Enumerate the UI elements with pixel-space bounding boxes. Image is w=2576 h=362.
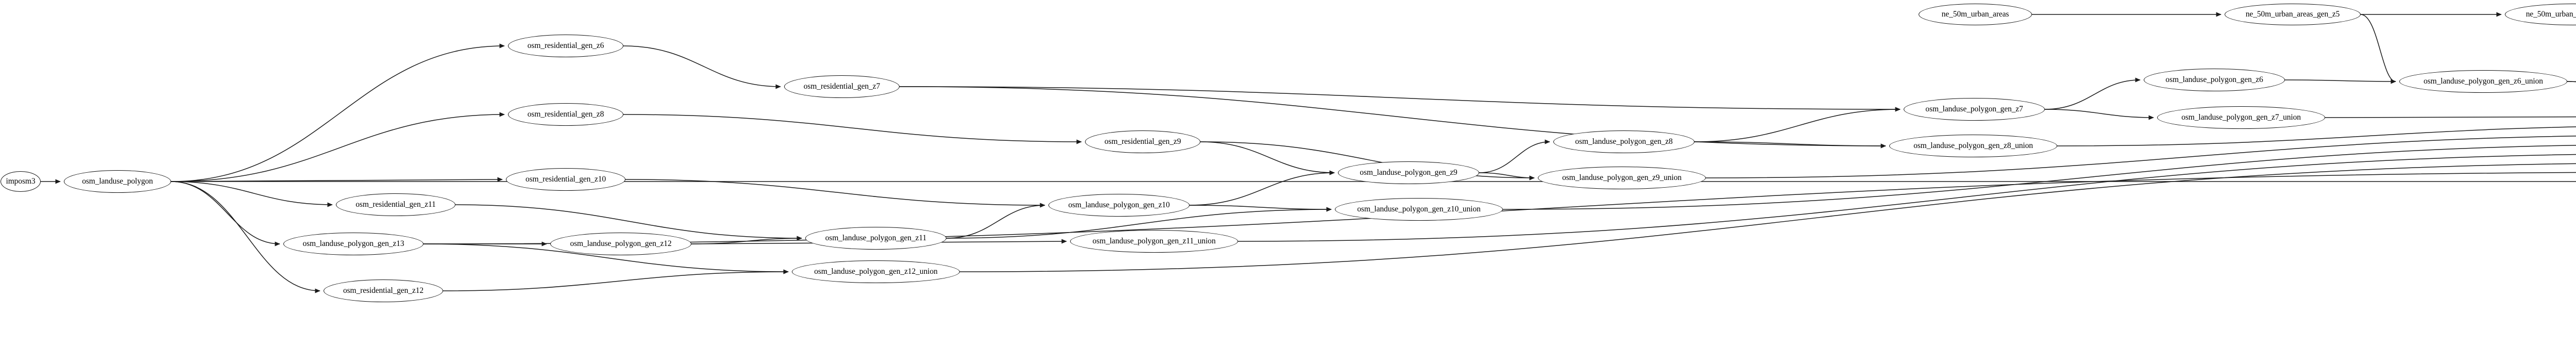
graph-node-label: osm_landuse_polygon_gen_z7	[1925, 105, 2023, 113]
graph-edge	[899, 86, 1886, 149]
graph-edge	[1200, 141, 1335, 175]
graph-node-label: osm_landuse_polygon_gen_z12	[570, 239, 672, 248]
graph-node-label: osm_landuse_polygon_gen_z8	[1575, 137, 1673, 146]
graph-node-label: osm_landuse_polygon_gen_z7_union	[2181, 113, 2301, 122]
graph-node-imposm3[interactable]: imposm3	[1, 171, 41, 192]
graph-node-osm-landuse-polygon-gen-z9[interactable]: osm_landuse_polygon_gen_z9	[1338, 161, 1479, 184]
graph-node-osm-residential-gen-z12[interactable]: osm_residential_gen_z12	[324, 279, 443, 302]
graph-node-label: osm_landuse_polygon	[82, 177, 153, 186]
graph-edge	[1694, 107, 1901, 142]
graph-node-label: ne_50m_urban_areas_gen_z5	[2245, 10, 2340, 19]
graph-edge	[623, 114, 1082, 144]
graph-node-label: osm_landuse_polygon_gen_z10	[1068, 201, 1170, 209]
graph-node-label: imposm3	[6, 177, 36, 186]
graph-node-label: osm_residential_gen_z6	[527, 41, 604, 50]
graph-node-osm-residential-gen-z10[interactable]: osm_residential_gen_z10	[506, 168, 625, 191]
graph-node-osm-residential-gen-z8[interactable]: osm_residential_gen_z8	[508, 103, 623, 126]
graph-node-label: osm_landuse_polygon_gen_z11_union	[1092, 237, 1216, 245]
graph-node-osm-landuse-polygon-gen-z7[interactable]: osm_landuse_polygon_gen_z7	[1904, 98, 2045, 121]
graph-node-osm-landuse-polygon-gen-z6[interactable]: osm_landuse_polygon_gen_z6	[2144, 69, 2285, 91]
graph-edge	[171, 112, 505, 182]
graph-node-label: osm_residential_gen_z10	[525, 175, 606, 184]
graph-node-osm-landuse-polygon-gen-z8-union[interactable]: osm_landuse_polygon_gen_z8_union	[1889, 135, 2057, 157]
graph-edge	[691, 236, 802, 244]
graph-node-label: osm_residential_gen_z9	[1104, 137, 1181, 146]
graph-node-osm-landuse-polygon-gen-z8[interactable]: osm_landuse_polygon_gen_z8	[1553, 130, 1694, 153]
graph-node-label: osm_residential_gen_z11	[355, 200, 436, 209]
graph-node-label: osm_residential_gen_z12	[343, 286, 424, 295]
graph-edge	[171, 177, 503, 182]
graph-node-ne-50m-urban-areas[interactable]: ne_50m_urban_areas	[1919, 4, 2032, 25]
graph-node-osm-landuse-polygon[interactable]: osm_landuse_polygon	[64, 170, 171, 193]
graph-edge	[1705, 135, 2576, 178]
graph-node-osm-landuse-polygon-gen-z13[interactable]: osm_landuse_polygon_gen_z13	[283, 233, 423, 255]
graph-node-label: osm_residential_gen_z7	[803, 82, 880, 91]
graph-edge	[2567, 81, 2576, 83]
graph-edge	[959, 163, 2576, 272]
graph-node-osm-landuse-polygon-gen-z7-union[interactable]: osm_landuse_polygon_gen_z7_union	[2157, 106, 2325, 129]
graph-node-label: osm_landuse_polygon_gen_z9_union	[1562, 173, 1682, 182]
graph-edge	[1189, 170, 1335, 206]
graph-node-osm-landuse-polygon-gen-z12-union[interactable]: osm_landuse_polygon_gen_z12_union	[792, 260, 960, 283]
graph-edge	[1479, 172, 1535, 180]
graph-node-osm-residential-gen-z11[interactable]: osm_residential_gen_z11	[336, 193, 455, 216]
graph-edge	[2057, 126, 2576, 146]
graph-node-ne-50m-urban-areas-gen-z5[interactable]: ne_50m_urban_areas_gen_z5	[2225, 4, 2361, 25]
graph-node-osm-landuse-polygon-gen-z10-union[interactable]: osm_landuse_polygon_gen_z10_union	[1335, 198, 1503, 221]
graph-edge	[2044, 109, 2154, 120]
graph-node-ne-50m-urban-areas-gen-z4[interactable]: ne_50m_urban_areas_gen_z4	[2505, 4, 2576, 25]
graph-edge	[2360, 14, 2396, 84]
graph-node-osm-residential-gen-z6[interactable]: osm_residential_gen_z6	[508, 35, 623, 57]
graph-edge	[1479, 139, 1550, 173]
graph-edge	[1189, 205, 1332, 212]
graph-edge	[171, 181, 280, 246]
graph-node-osm-landuse-polygon-gen-z6-union[interactable]: osm_landuse_polygon_gen_z6_union	[2399, 70, 2567, 93]
graph-edge	[2325, 116, 2576, 118]
graph-edge	[623, 45, 781, 89]
graph-node-osm-landuse-polygon-gen-z9-union[interactable]: osm_landuse_polygon_gen_z9_union	[1538, 167, 1706, 189]
graph-node-label: osm_landuse_polygon_gen_z10_union	[1357, 205, 1481, 213]
graph-node-label: osm_landuse_polygon_gen_z6_union	[2424, 77, 2543, 86]
graph-edge	[946, 203, 1045, 239]
graph-node-osm-residential-gen-z7[interactable]: osm_residential_gen_z7	[784, 75, 900, 98]
graph-node-label: osm_landuse_polygon_gen_z8_union	[1913, 141, 2033, 150]
graph-node-label: osm_landuse_polygon_gen_z9	[1360, 168, 1458, 177]
graph-node-label: osm_landuse_polygon_gen_z6	[2165, 75, 2263, 84]
graph-edge	[171, 43, 505, 182]
graph-node-osm-landuse-polygon-gen-z11-union[interactable]: osm_landuse_polygon_gen_z11_union	[1070, 230, 1238, 253]
graph-node-label: osm_residential_gen_z8	[527, 110, 604, 119]
graph-edge	[1694, 141, 1886, 149]
graph-node-label: ne_50m_urban_areas	[1941, 10, 2009, 19]
graph-edge	[2044, 77, 2141, 110]
graph-edge	[625, 179, 1045, 208]
graph-node-label: osm_landuse_polygon_gen_z13	[302, 239, 404, 248]
graph-edge	[171, 181, 333, 207]
graph-edge	[2567, 81, 2576, 83]
graph-node-osm-landuse-polygon-gen-z11[interactable]: osm_landuse_polygon_gen_z11	[805, 227, 946, 250]
graph-edge	[899, 86, 1901, 112]
graph-edge	[171, 181, 320, 293]
graph-node-osm-residential-gen-z9[interactable]: osm_residential_gen_z9	[1085, 130, 1200, 153]
graph-edge	[2284, 79, 2396, 84]
graph-node-label: ne_50m_urban_areas_gen_z4	[2526, 10, 2576, 19]
graph-node-label: osm_landuse_polygon_gen_z12_union	[814, 267, 938, 276]
graph-edge	[443, 269, 789, 291]
graph-node-osm-landuse-polygon-gen-z10[interactable]: osm_landuse_polygon_gen_z10	[1048, 194, 1190, 217]
graph-node-label: osm_landuse_polygon_gen_z11	[825, 234, 927, 242]
graph-node-osm-landuse-polygon-gen-z12[interactable]: osm_landuse_polygon_gen_z12	[550, 233, 691, 255]
